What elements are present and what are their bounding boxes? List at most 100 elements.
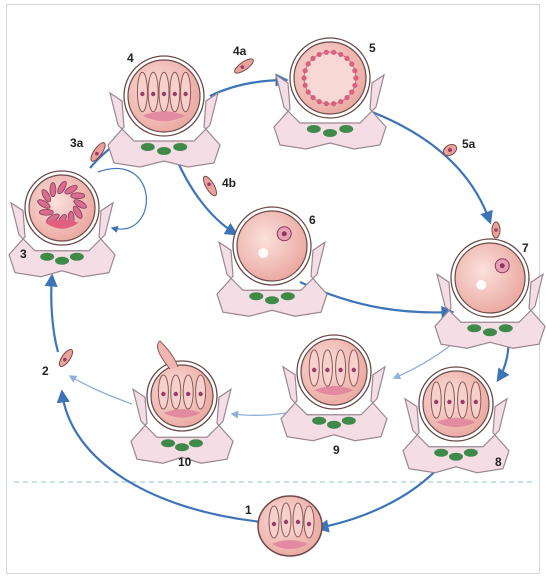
- zoite-nucleus: [447, 400, 451, 404]
- released-zoite: [158, 341, 178, 369]
- label-stage-9: 9: [333, 444, 340, 456]
- host-nucleus: [281, 292, 295, 300]
- label-stage-1: 1: [245, 504, 252, 516]
- zoite-nucleus: [312, 368, 316, 372]
- arrow-5-to-7: [372, 112, 490, 222]
- microgamete-entering-7: [492, 222, 500, 238]
- zoite-nucleus: [338, 368, 342, 372]
- host-nucleus: [70, 253, 84, 261]
- merozoite: [71, 193, 85, 199]
- zoite-nucleus: [474, 400, 478, 404]
- microgamete: [306, 89, 311, 94]
- parasite-body: [237, 211, 307, 281]
- label-stage-4b: 4b: [222, 177, 236, 189]
- host-nucleus: [449, 453, 463, 461]
- zoite-nucleus: [140, 92, 144, 96]
- zoite-nucleus: [162, 92, 166, 96]
- host-nucleus: [483, 328, 497, 336]
- label-stage-7: 7: [522, 242, 529, 254]
- merozoite-4b: [201, 174, 219, 197]
- microgamete: [303, 83, 308, 88]
- microgamete: [344, 95, 349, 100]
- merozoite: [50, 183, 56, 197]
- zoite-nucleus: [325, 368, 329, 372]
- oocyst-stage-1: [258, 496, 322, 556]
- merozoite: [39, 209, 53, 215]
- host-cell-stage-10: [131, 341, 233, 463]
- microgamete: [353, 75, 358, 80]
- microgamete: [344, 56, 349, 61]
- host-nucleus: [189, 439, 203, 447]
- zoite-nucleus: [151, 92, 155, 96]
- merozoite-4a: [233, 56, 256, 75]
- zoite-nucleus: [198, 392, 202, 396]
- host-nucleus: [157, 147, 171, 155]
- host-nucleus: [464, 449, 478, 457]
- host-nucleus: [55, 257, 69, 265]
- microgamete: [349, 89, 354, 94]
- zoite-nucleus: [434, 400, 438, 404]
- host-cell-stage-9: [281, 335, 387, 441]
- host-nucleus: [342, 417, 356, 425]
- zoite-nucleus: [173, 92, 177, 96]
- label-stage-4: 4: [127, 52, 134, 64]
- host-nucleus: [499, 324, 513, 332]
- microgamete: [310, 56, 315, 61]
- microgamete: [317, 52, 322, 57]
- host-nucleus: [312, 417, 326, 425]
- host-nucleus: [40, 253, 54, 261]
- zoite-nucleus: [352, 368, 356, 372]
- host-nucleus: [161, 439, 175, 447]
- arrow-8-to-1: [318, 464, 442, 528]
- microgamete: [352, 68, 357, 73]
- host-nucleus: [175, 443, 189, 451]
- arrow-10-to-2: [70, 376, 132, 404]
- microgamete: [324, 50, 329, 55]
- host-nucleus: [339, 125, 353, 133]
- arrow-9-to-10: [232, 412, 292, 415]
- microgamete: [310, 95, 315, 100]
- parasite-body: [455, 243, 525, 313]
- merozoite-2: [57, 348, 75, 369]
- microgamete: [338, 52, 343, 57]
- host-cell-stage-7: [435, 239, 545, 348]
- label-stage-10: 10: [178, 456, 191, 468]
- microgamete: [303, 68, 308, 73]
- host-cell-stage-4: [108, 56, 220, 167]
- host-nucleus: [141, 143, 155, 151]
- zoite-nucleus: [186, 392, 190, 396]
- microgamete: [338, 99, 343, 104]
- host-nucleus: [265, 296, 279, 304]
- microgamete: [306, 61, 311, 66]
- microgamete: [349, 61, 354, 66]
- arrow-4-to-5: [210, 80, 286, 96]
- microgamete: [317, 99, 322, 104]
- host-nucleus: [307, 125, 321, 133]
- microgamete: [352, 83, 357, 88]
- microgamete: [331, 101, 336, 106]
- host-nucleus: [323, 129, 337, 137]
- label-stage-5a: 5a: [462, 138, 475, 150]
- zoite-nucleus: [174, 392, 178, 396]
- label-stage-3: 3: [20, 248, 27, 260]
- label-stage-8: 8: [495, 456, 502, 468]
- arrow-2-to-3: [51, 276, 58, 352]
- highlight: [476, 280, 486, 290]
- zoite-nucleus: [460, 400, 464, 404]
- host-nucleus: [249, 292, 263, 300]
- host-nucleus: [434, 449, 448, 457]
- microgamete: [324, 101, 329, 106]
- host-nucleus: [327, 421, 341, 429]
- microgamete: [301, 75, 306, 80]
- host-nucleus: [467, 324, 481, 332]
- microgamete: [331, 50, 336, 55]
- label-stage-4a: 4a: [233, 45, 246, 57]
- host-nucleus: [173, 143, 187, 151]
- label-stage-6: 6: [309, 214, 316, 226]
- label-stage-5: 5: [369, 42, 376, 54]
- zoite-nucleus: [161, 392, 165, 396]
- zoite-nucleus: [183, 92, 187, 96]
- arrow-4-to-6: [176, 158, 236, 234]
- label-stage-3a: 3a: [70, 137, 83, 149]
